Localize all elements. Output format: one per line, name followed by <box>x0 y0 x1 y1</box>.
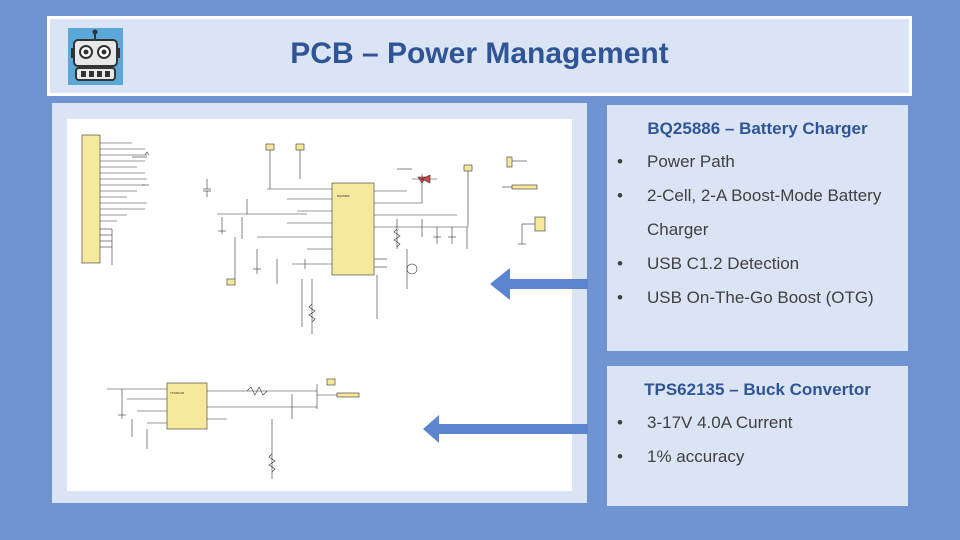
title-bar: PCB – Power Management <box>47 16 912 96</box>
svg-text:TPS62135: TPS62135 <box>170 391 185 395</box>
charger-info-box: BQ25886 – Battery Charger Power Path 2-C… <box>607 105 908 351</box>
schematic-drawing: BQ25886 TPS62135 <box>81 134 546 479</box>
page-title: PCB – Power Management <box>290 37 669 70</box>
arrow-to-buck-icon <box>423 415 588 443</box>
list-item: 2-Cell, 2-A Boost-Mode Battery Charger <box>617 179 894 247</box>
list-item: USB C1.2 Detection <box>617 247 894 281</box>
list-item: Power Path <box>617 145 894 179</box>
robot-icon <box>68 28 123 85</box>
buck-info-box: TPS62135 – Buck Convertor 3-17V 4.0A Cur… <box>607 366 908 506</box>
buck-heading: TPS62135 – Buck Convertor <box>644 380 871 399</box>
buck-feature-list: 3-17V 4.0A Current 1% accuracy <box>607 406 908 474</box>
list-item: USB On-The-Go Boost (OTG) <box>617 281 894 315</box>
schematic-image: BQ25886 TPS62135 <box>67 119 572 491</box>
charger-heading: BQ25886 – Battery Charger <box>647 119 868 138</box>
svg-text:BQ25886: BQ25886 <box>337 194 350 198</box>
arrow-to-charger-icon <box>490 268 588 300</box>
list-item: 3-17V 4.0A Current <box>617 406 894 440</box>
list-item: 1% accuracy <box>617 440 894 474</box>
charger-feature-list: Power Path 2-Cell, 2-A Boost-Mode Batter… <box>607 145 908 315</box>
schematic-panel: BQ25886 TPS62135 <box>52 103 587 503</box>
